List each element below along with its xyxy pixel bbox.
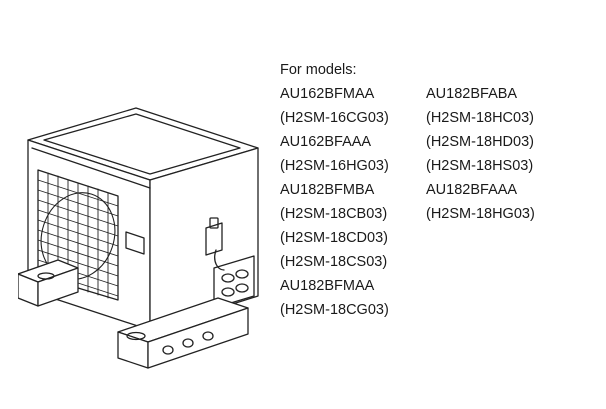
model-entry: (H2SM-18CG03) xyxy=(280,302,389,318)
model-entry: AU162BFAAA xyxy=(280,134,372,150)
models-heading: For models: xyxy=(280,62,357,78)
model-entry: AU182BFMBA xyxy=(280,182,375,198)
model-entry: AU182BFAAA xyxy=(426,182,518,198)
model-entry: (H2SM-18HC03) xyxy=(426,110,534,126)
unit-top-panel xyxy=(43,113,241,175)
mounting-block-left xyxy=(18,259,79,307)
models-column-2: AU182BFABA (H2SM-18HC03) (H2SM-18HD03) (… xyxy=(426,82,576,322)
models-column-1: AU162BFMAA (H2SM-16CG03) AU162BFAAA (H2S… xyxy=(280,82,426,322)
unit-side-face xyxy=(149,147,259,331)
valve-cover xyxy=(213,255,255,309)
model-entry: (H2SM-18HD03) xyxy=(426,134,534,150)
valve-ports xyxy=(221,269,249,297)
outdoor-unit-illustration xyxy=(18,107,259,369)
cable xyxy=(214,249,225,271)
model-entry: AU182BFMAA xyxy=(280,278,375,294)
model-entry: (H2SM-16CG03) xyxy=(280,110,389,126)
model-entry: AU162BFMAA xyxy=(280,86,375,102)
model-entry: (H2SM-18CB03) xyxy=(280,206,388,222)
model-entry: (H2SM-16HG03) xyxy=(280,158,389,174)
model-entry: (H2SM-18HG03) xyxy=(426,206,535,222)
mounting-block-right xyxy=(117,297,249,369)
models-list: For models: AU162BFMAA (H2SM-16CG03) AU1… xyxy=(280,58,576,322)
fan-grille-frame xyxy=(37,169,119,301)
models-columns: AU162BFMAA (H2SM-16CG03) AU162BFAAA (H2S… xyxy=(280,82,576,322)
model-entry: (H2SM-18CS03) xyxy=(280,254,388,270)
label-plate xyxy=(125,231,145,255)
model-entry: AU182BFABA xyxy=(426,86,518,102)
service-panel xyxy=(205,222,223,256)
model-entry: (H2SM-18HS03) xyxy=(426,158,534,174)
model-entry: (H2SM-18CD03) xyxy=(280,230,388,246)
